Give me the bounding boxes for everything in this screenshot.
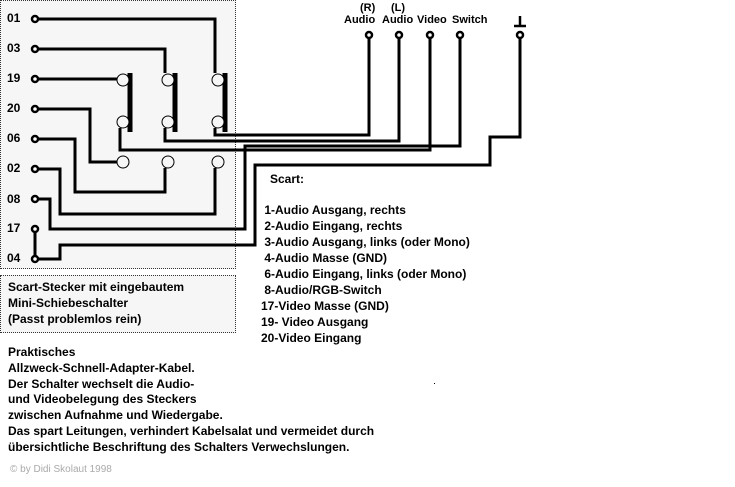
connector-terminal-audio-l bbox=[394, 30, 404, 40]
pin-label-04: 04 bbox=[7, 251, 21, 265]
connector-terminal-switch bbox=[455, 30, 465, 40]
pin-label-20: 20 bbox=[7, 101, 21, 115]
wire-pin-03 bbox=[38, 47, 167, 73]
switch-contact bbox=[211, 73, 225, 87]
wire-pin-08 bbox=[38, 38, 462, 231]
connector-terminal-audio-r bbox=[364, 30, 374, 40]
description-line: und Videobelegung des Steckers bbox=[8, 392, 197, 406]
switch-contact bbox=[161, 115, 175, 129]
connector-label-audio-l: Audio bbox=[382, 14, 414, 26]
pin-terminal-20 bbox=[30, 104, 40, 114]
wire-pin-01 bbox=[38, 17, 217, 73]
connector-label-switch: Switch bbox=[452, 14, 488, 26]
description-line: Der Schalter wechselt die Audio- bbox=[8, 377, 195, 391]
caption-line: Scart-Stecker mit eingebautem bbox=[8, 280, 185, 294]
legend-item: 19- Video Ausgang bbox=[261, 315, 369, 329]
wire-pin-02 bbox=[38, 167, 217, 216]
pin-label-19: 19 bbox=[7, 71, 21, 85]
switch-contact bbox=[116, 155, 130, 169]
description-line: Allzweck-Schnell-Adapter-Kabel. bbox=[8, 361, 195, 375]
connector-channel-r: (R) bbox=[360, 2, 376, 14]
legend-title: Scart: bbox=[270, 172, 305, 186]
legend-item: 20-Video Eingang bbox=[261, 331, 362, 345]
legend-item: 1-Audio Ausgang, rechts bbox=[261, 203, 406, 217]
switch-contact bbox=[116, 115, 130, 129]
legend-item: 17-Video Masse (GND) bbox=[261, 299, 389, 313]
pin-terminal-01 bbox=[30, 14, 40, 24]
pin-label-02: 02 bbox=[7, 161, 21, 175]
copyright-notice: © by Didi Skolaut 1998 bbox=[10, 464, 112, 475]
legend-item: 4-Audio Masse (GND) bbox=[261, 251, 388, 265]
wires bbox=[33, 17, 522, 261]
wire-audio-r bbox=[213, 38, 371, 137]
description-line: übersichtliche Beschriftung des Schalter… bbox=[8, 440, 350, 454]
connector-terminal-ground bbox=[515, 30, 525, 40]
switch-contacts bbox=[116, 73, 225, 169]
pin-label-17: 17 bbox=[7, 221, 21, 235]
pin-label-08: 08 bbox=[7, 192, 21, 206]
pin-terminal-19 bbox=[30, 74, 40, 84]
pin-terminal-02 bbox=[30, 164, 40, 174]
wire-audio-l bbox=[163, 38, 401, 143]
caption-panel bbox=[0, 275, 236, 333]
pin-terminal-08 bbox=[30, 194, 40, 204]
pin-label-01: 01 bbox=[7, 11, 21, 25]
pin-label-06: 06 bbox=[7, 131, 21, 145]
wire-pin-04 bbox=[38, 38, 522, 261]
description-line: Das spart Leitungen, verhindert Kabelsal… bbox=[8, 424, 375, 438]
connector-label-audio-r: Audio bbox=[344, 14, 376, 26]
wire-pin-20 bbox=[38, 107, 117, 164]
caption-line: Mini-Schiebeschalter bbox=[8, 296, 129, 310]
wire-video bbox=[118, 38, 432, 152]
pin-terminal-17 bbox=[30, 224, 40, 234]
switch-contact bbox=[161, 73, 175, 87]
switch-contact bbox=[211, 155, 225, 169]
pin-terminal-03 bbox=[30, 44, 40, 54]
pin-terminal-04 bbox=[30, 254, 40, 264]
description-line: Praktisches bbox=[8, 345, 76, 359]
connector-diagram-panel bbox=[0, 0, 236, 269]
pin-terminals bbox=[30, 14, 525, 264]
legend-item: 6-Audio Eingang, links (oder Mono) bbox=[261, 267, 467, 281]
connector-terminal-video bbox=[425, 30, 435, 40]
description-line: zwischen Aufnahme und Wiedergabe. bbox=[8, 408, 223, 422]
switch-contact bbox=[211, 115, 225, 129]
switch-contact bbox=[116, 73, 130, 87]
legend-item: 2-Audio Eingang, rechts bbox=[261, 219, 403, 233]
pin-terminal-06 bbox=[30, 134, 40, 144]
switch-contact bbox=[161, 155, 175, 169]
legend-item: 8-Audio/RGB-Switch bbox=[261, 283, 382, 297]
wire-pin-06 bbox=[38, 137, 167, 194]
connector-channel-l: (L) bbox=[391, 2, 406, 14]
switch-bars bbox=[127, 73, 228, 132]
legend-item: 3-Audio Ausgang, links (oder Mono) bbox=[261, 235, 470, 249]
connector-label-video: Video bbox=[417, 14, 447, 26]
stray-dot bbox=[434, 383, 435, 384]
caption-line: (Passt problemlos rein) bbox=[8, 312, 142, 326]
ground-icon bbox=[514, 16, 526, 28]
pin-label-03: 03 bbox=[7, 41, 21, 55]
